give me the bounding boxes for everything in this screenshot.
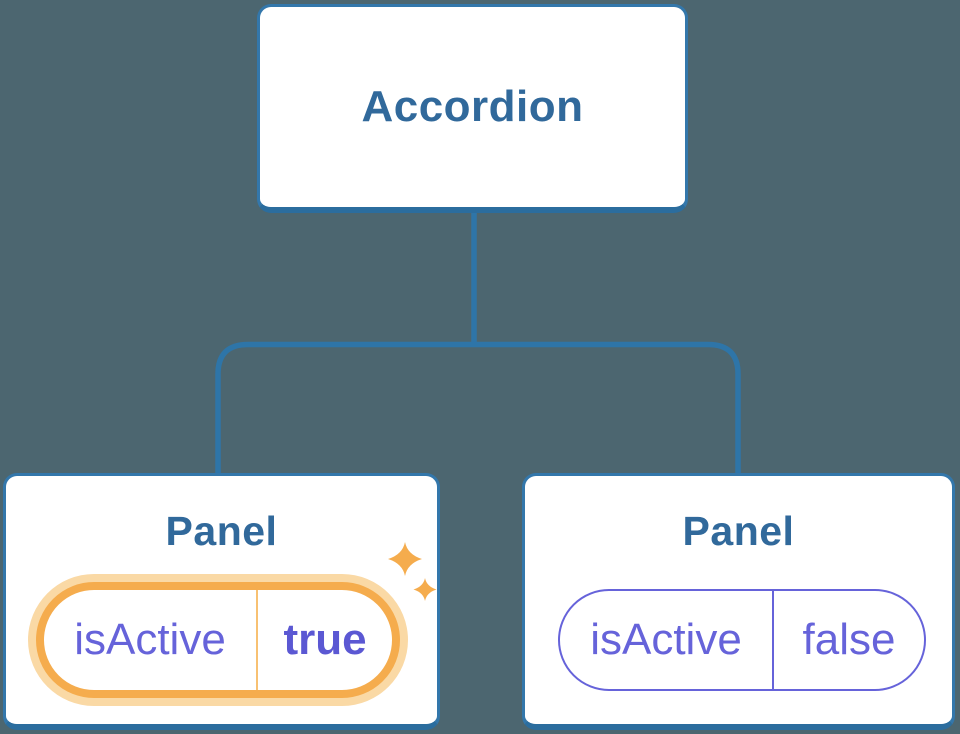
accordion-node: Accordion <box>257 4 688 213</box>
state-pill-active: isActive true <box>36 582 400 698</box>
panel-node-active: Panel isActive true <box>3 473 440 730</box>
pill-divider <box>256 590 258 690</box>
pill-divider <box>772 591 774 689</box>
accordion-node-label: Accordion <box>361 82 584 131</box>
state-value: true <box>283 615 367 664</box>
sparkle-small-icon <box>413 578 437 601</box>
sparkle-icon <box>388 542 437 601</box>
panel-node-label: Panel <box>682 508 795 554</box>
sparkle-large-icon <box>388 542 422 576</box>
state-key: isActive <box>74 615 226 664</box>
panel-node-inactive: Panel isActive false <box>522 473 955 730</box>
state-pill-inactive: isActive false <box>558 589 926 691</box>
panel-node-label: Panel <box>165 508 278 554</box>
state-key: isActive <box>590 615 742 664</box>
connector-branches <box>215 341 741 474</box>
state-value: false <box>802 615 896 664</box>
